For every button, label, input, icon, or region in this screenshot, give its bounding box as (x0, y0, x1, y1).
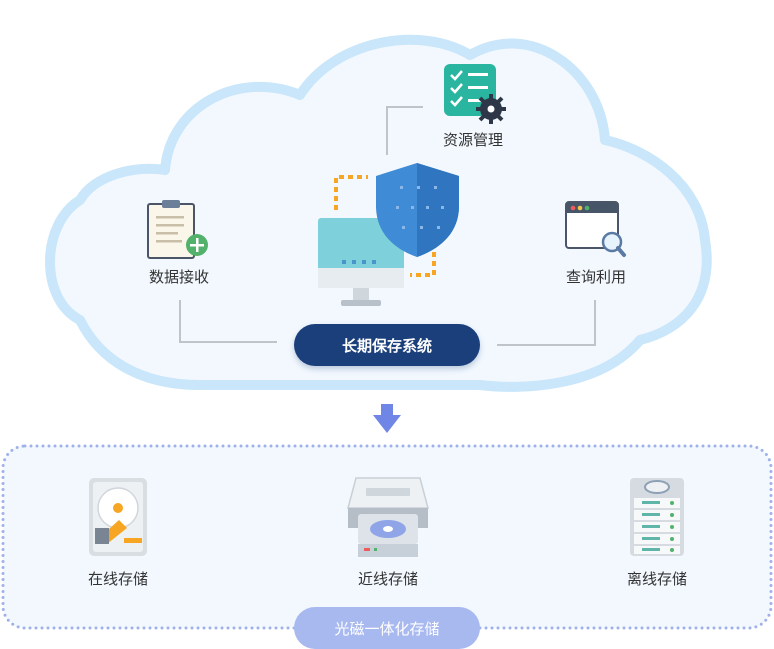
online-storage-label: 在线存储 (87, 570, 149, 588)
query-utilization-label: 查询利用 (565, 268, 627, 286)
connector-lines (179, 106, 596, 346)
hard-disk-icon (89, 478, 147, 556)
nearline-storage-label: 近线存储 (357, 570, 419, 588)
optical-magnetic-storage-label: 光磁一体化存储 (294, 607, 480, 649)
offline-storage-label: 离线存储 (626, 570, 688, 588)
server-rack-icon (630, 478, 684, 556)
long-term-preservation-system-label: 长期保存系统 (294, 324, 480, 366)
arrow-down-icon (373, 404, 401, 433)
resource-management-label: 资源管理 (442, 131, 504, 149)
clipboard-add-icon (147, 200, 208, 259)
data-receiving-label: 数据接收 (148, 268, 210, 286)
optical-drive-icon (347, 477, 429, 557)
checklist-gear-icon (444, 64, 506, 124)
monitor-shield-icon (318, 163, 459, 306)
browser-search-icon (565, 201, 626, 257)
